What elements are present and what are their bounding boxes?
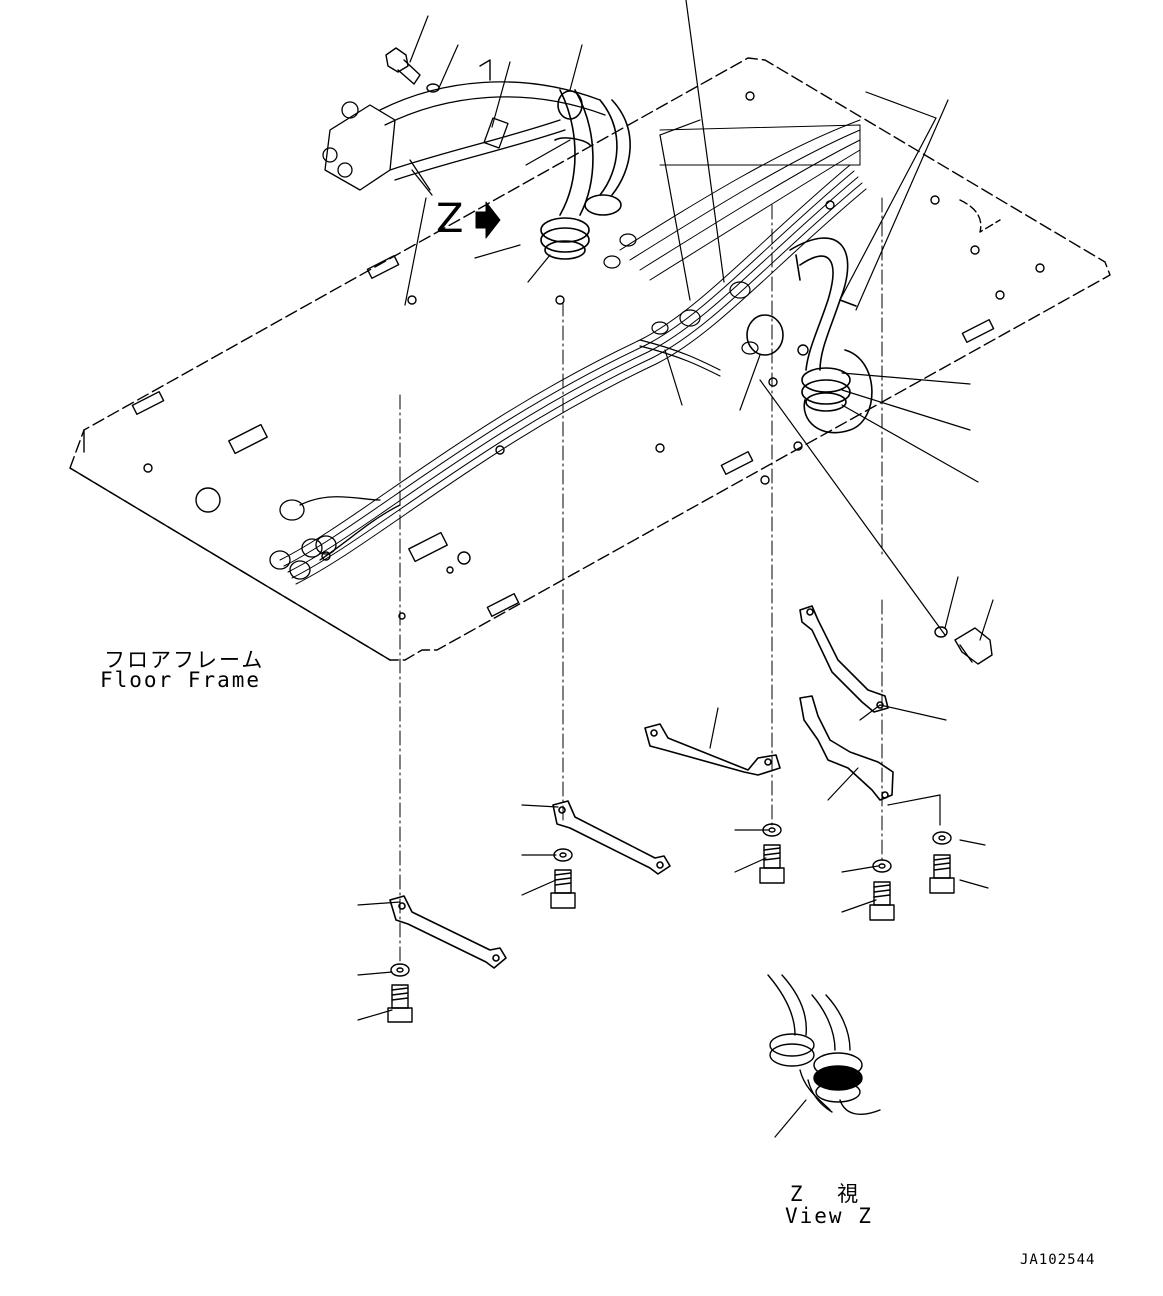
- bracket-3: [644, 723, 781, 776]
- drawing-code: JA102544: [1020, 1252, 1096, 1268]
- bracket-5: [799, 695, 894, 801]
- view-z-label-en: View Z: [785, 1204, 873, 1228]
- bracket-1: [389, 895, 507, 969]
- view-z-label-jp: Z 視: [789, 1182, 861, 1206]
- hose-right: [746, 237, 873, 434]
- right-bolt: [934, 626, 993, 665]
- floor-frame-label-jp: フロアフレーム: [104, 648, 265, 672]
- view-z-detail: [767, 974, 881, 1116]
- floor-frame-label-en: Floor Frame: [100, 668, 262, 692]
- floor-frame-plate: [69, 57, 1111, 661]
- view-z-marker: Z: [436, 196, 464, 242]
- leader-lines: [357, 0, 994, 1138]
- lower-left-connector-cluster: [269, 496, 401, 580]
- assembly-lines: [399, 197, 883, 966]
- bracket-4: [799, 605, 889, 713]
- bracket-2: [552, 800, 671, 875]
- middle-fittings: [603, 233, 759, 377]
- top-bolt: [385, 47, 491, 93]
- hose-left: [540, 89, 631, 260]
- view-z-arrow: [475, 201, 501, 239]
- lower-fasteners: [387, 823, 955, 1023]
- harness-bundle: [279, 119, 867, 585]
